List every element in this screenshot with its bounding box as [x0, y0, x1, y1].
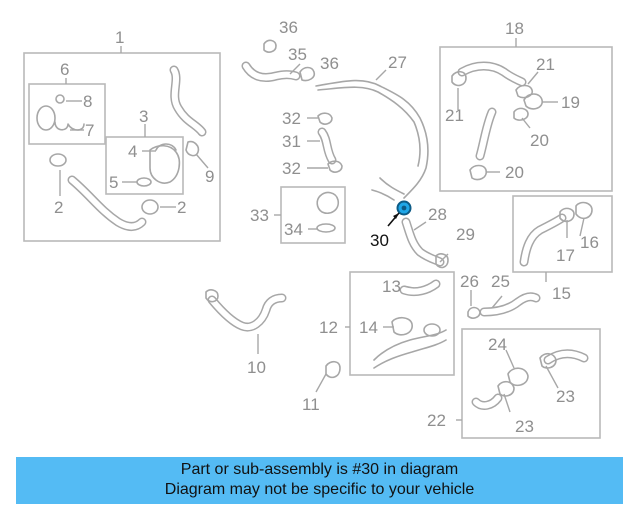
top-center-parts	[241, 39, 429, 233]
callout-arrows	[59, 63, 585, 413]
callout-11[interactable]: 11	[302, 395, 320, 414]
callout-19[interactable]: 19	[561, 93, 580, 112]
callout-4[interactable]: 4	[128, 142, 137, 161]
callout-32-bottom[interactable]: 32	[282, 159, 301, 178]
group-22-parts	[471, 349, 589, 410]
callout-3[interactable]: 3	[139, 107, 148, 126]
group-box-12	[349, 271, 455, 376]
callout-35[interactable]: 35	[288, 45, 307, 64]
callout-14[interactable]: 14	[359, 318, 378, 337]
callout-1[interactable]: 1	[115, 28, 124, 47]
callout-2-right[interactable]: 2	[177, 198, 186, 217]
callout-20-right[interactable]: 20	[530, 131, 549, 150]
callout-18[interactable]: 18	[505, 19, 524, 38]
parts-28-29	[401, 217, 449, 269]
callout-30[interactable]: 30	[370, 231, 389, 250]
callout-20-bottom[interactable]: 20	[505, 163, 524, 182]
callout-26[interactable]: 26	[460, 272, 479, 291]
group-leaders	[65, 38, 547, 421]
callout-36-left[interactable]: 36	[279, 18, 298, 37]
callout-5[interactable]: 5	[109, 173, 118, 192]
group-1-parts	[36, 65, 207, 231]
info-banner: Part or sub-assembly is #30 in diagram D…	[16, 457, 623, 504]
callout-10[interactable]: 10	[247, 358, 266, 377]
callout-33[interactable]: 33	[250, 206, 269, 225]
callout-23-bottom[interactable]: 23	[515, 417, 534, 436]
group-12-parts	[373, 279, 447, 369]
callout-6[interactable]: 6	[60, 60, 69, 79]
callout-28[interactable]: 28	[428, 205, 447, 224]
callout-31[interactable]: 31	[282, 132, 301, 151]
callout-27[interactable]: 27	[388, 53, 407, 72]
banner-line-1: Part or sub-assembly is #30 in diagram	[180, 461, 459, 478]
parts-25-26	[467, 292, 541, 319]
callout-8[interactable]: 8	[83, 92, 92, 111]
group-box-6	[28, 83, 106, 145]
callout-21-right[interactable]: 21	[536, 55, 555, 74]
callout-24[interactable]: 24	[488, 335, 507, 354]
callout-15[interactable]: 15	[552, 284, 571, 303]
callout-22[interactable]: 22	[427, 411, 446, 430]
callout-7[interactable]: 7	[85, 121, 94, 140]
callout-23-right[interactable]: 23	[556, 387, 575, 406]
callout-34[interactable]: 34	[284, 220, 303, 239]
callout-12[interactable]: 12	[319, 318, 338, 337]
callout-29[interactable]: 29	[456, 225, 475, 244]
group-box-18	[439, 46, 613, 192]
callout-2-left[interactable]: 2	[54, 198, 63, 217]
callout-numbers: 1 6 8 7 3 4 5 9 2 2 36 35 36 27 32 31 32…	[54, 18, 599, 436]
parts-10-11	[205, 289, 341, 379]
group-box-1	[23, 52, 221, 242]
callout-21-left[interactable]: 21	[445, 106, 464, 125]
callout-13[interactable]: 13	[382, 277, 401, 296]
group-15-parts	[519, 201, 593, 267]
highlighted-part-30[interactable]	[387, 200, 412, 227]
callout-36-right[interactable]: 36	[320, 54, 339, 73]
banner-line-2: Diagram may not be specific to your vehi…	[164, 481, 475, 498]
callout-32-top[interactable]: 32	[282, 109, 301, 128]
group-box-22	[461, 328, 601, 439]
group-18-parts	[451, 61, 543, 181]
callout-17[interactable]: 17	[556, 246, 575, 265]
callout-16[interactable]: 16	[580, 233, 599, 252]
callout-25[interactable]: 25	[491, 272, 510, 291]
group-box-15	[512, 195, 613, 273]
callout-9[interactable]: 9	[205, 167, 214, 186]
